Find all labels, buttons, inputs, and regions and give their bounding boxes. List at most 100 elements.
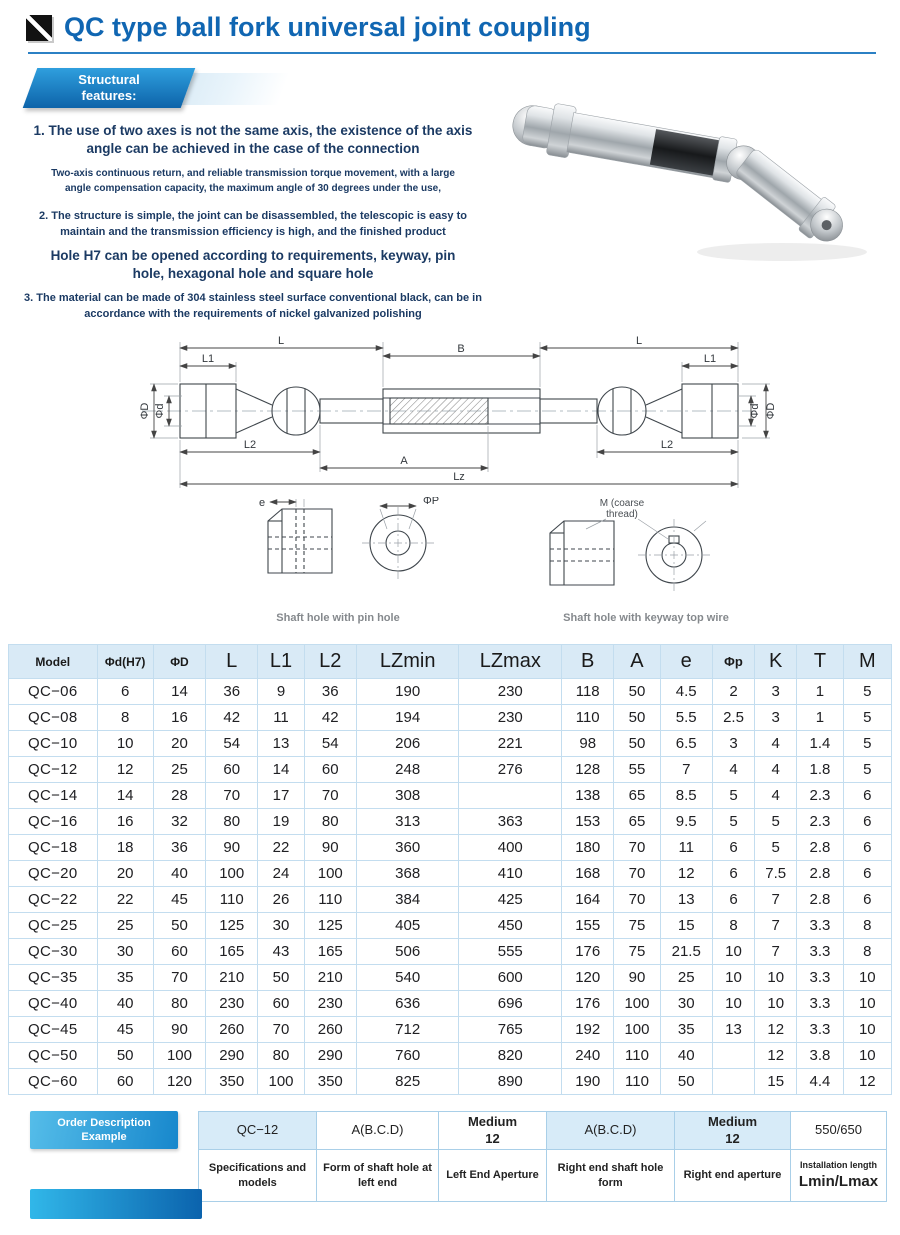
value-cell: 4.4 — [796, 1068, 844, 1096]
value-cell: 10 — [711, 990, 756, 1018]
value-cell: 42 — [205, 704, 259, 732]
value-cell: 260 — [303, 1016, 357, 1044]
value-cell: 5 — [754, 808, 798, 836]
value-cell: 6 — [96, 678, 154, 706]
value-cell: 50 — [613, 730, 661, 758]
value-cell: 5 — [842, 756, 893, 784]
value-cell: 4.5 — [659, 678, 713, 706]
dim-label-phid-right: Φd — [749, 404, 761, 419]
caption-keyway: Shaft hole with keyway top wire — [563, 612, 729, 624]
value-cell: 36 — [152, 834, 207, 862]
order-description-banner: Order Description Example — [30, 1111, 178, 1150]
value-cell: 7 — [659, 756, 713, 784]
value-cell: 5 — [842, 730, 893, 758]
value-cell: 210 — [205, 964, 259, 992]
value-cell: 70 — [152, 964, 207, 992]
value-cell: 7 — [754, 912, 798, 940]
value-cell: 100 — [303, 860, 357, 888]
spec-col-header: Φp — [711, 644, 756, 680]
value-cell: 36 — [303, 678, 357, 706]
feature-item-2-sub: Hole H7 can be opened according to requi… — [50, 248, 456, 281]
value-cell: 70 — [613, 860, 661, 888]
value-cell: 192 — [561, 1016, 615, 1044]
value-cell: 8.5 — [659, 782, 713, 810]
value-cell: 50 — [257, 964, 305, 992]
value-cell: 12 — [659, 860, 713, 888]
value-cell: 55 — [613, 756, 661, 784]
value-cell: 10 — [96, 730, 154, 758]
value-cell: 35 — [96, 964, 154, 992]
value-cell: 6.5 — [659, 730, 713, 758]
dim-label-A: A — [400, 455, 408, 467]
value-cell: 70 — [303, 782, 357, 810]
model-cell: QC−20 — [8, 860, 98, 888]
value-cell: 164 — [561, 886, 615, 914]
value-cell: 2.8 — [796, 886, 844, 914]
value-cell: 80 — [257, 1042, 305, 1070]
spec-col-header: Model — [8, 644, 98, 680]
value-cell: 6 — [842, 860, 893, 888]
value-cell: 10 — [842, 1042, 893, 1070]
value-cell: 16 — [152, 704, 207, 732]
value-cell: 128 — [561, 756, 615, 784]
value-cell: 54 — [303, 730, 357, 758]
value-cell: 4 — [754, 756, 798, 784]
spec-col-header: ΦD — [152, 644, 207, 680]
model-cell: QC−50 — [8, 1042, 98, 1070]
model-cell: QC−22 — [8, 886, 98, 914]
order-length-label: Installation length Lmin/Lmax — [790, 1149, 887, 1203]
value-cell: 42 — [303, 704, 357, 732]
value-cell: 176 — [561, 938, 615, 966]
features-banner-wrap: Structural features: — [30, 68, 330, 108]
value-cell: 9 — [257, 678, 305, 706]
value-cell: 110 — [561, 704, 615, 732]
dim-label-L1-right: L1 — [704, 353, 716, 365]
value-cell: 70 — [613, 886, 661, 914]
page-header: QC type ball fork universal joint coupli… — [0, 0, 900, 43]
value-cell: 65 — [613, 782, 661, 810]
value-cell: 98 — [561, 730, 615, 758]
value-cell: 555 — [458, 938, 563, 966]
value-cell: 80 — [303, 808, 357, 836]
value-cell: 153 — [561, 808, 615, 836]
dim-label-phid-left: Φd — [154, 404, 166, 419]
order-banner-line-2: Example — [81, 1131, 127, 1144]
value-cell: 43 — [257, 938, 305, 966]
value-cell: 194 — [355, 704, 460, 732]
value-cell: 36 — [205, 678, 259, 706]
value-cell: 230 — [458, 678, 563, 706]
value-cell: 2.5 — [711, 704, 756, 732]
value-cell: 30 — [659, 990, 713, 1018]
spec-col-header: T — [796, 644, 844, 680]
value-cell: 8 — [842, 912, 893, 940]
value-cell: 3.3 — [796, 964, 844, 992]
value-cell: 70 — [613, 834, 661, 862]
value-cell: 16 — [96, 808, 154, 836]
value-cell: 5.5 — [659, 704, 713, 732]
value-cell: 25 — [659, 964, 713, 992]
value-cell: 276 — [458, 756, 563, 784]
value-cell: 600 — [458, 964, 563, 992]
value-cell: 50 — [96, 1042, 154, 1070]
value-cell: 230 — [205, 990, 259, 1018]
value-cell: 13 — [659, 886, 713, 914]
value-cell: 15 — [659, 912, 713, 940]
model-cell: QC−35 — [8, 964, 98, 992]
value-cell: 368 — [355, 860, 460, 888]
value-cell: 90 — [613, 964, 661, 992]
order-left-hole-form-value: A(B.C.D) — [316, 1111, 439, 1151]
caption-pin-hole: Shaft hole with pin hole — [276, 612, 399, 624]
order-model-label: Specifications and models — [198, 1149, 317, 1203]
spec-col-header: M — [842, 644, 893, 680]
order-right-aperture-value: Medium 12 — [674, 1111, 791, 1151]
order-example-section: Order Description Example QC−12 A(B.C.D)… — [0, 1111, 900, 1203]
dimension-lines — [151, 345, 769, 487]
dim-label-phiD-right: ΦD — [765, 403, 777, 420]
value-cell: 210 — [303, 964, 357, 992]
title-divider — [28, 52, 876, 54]
